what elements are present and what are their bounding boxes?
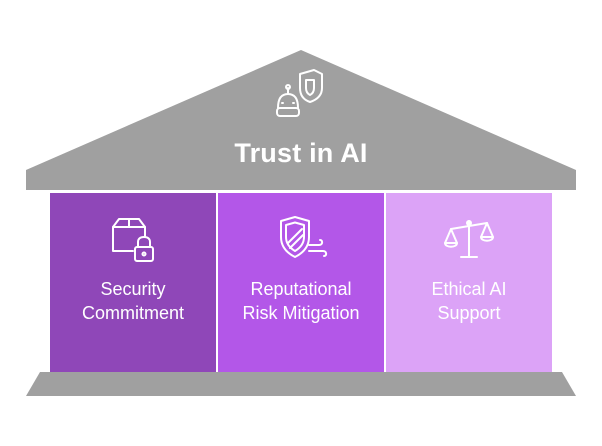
box-lock-icon <box>112 218 154 262</box>
shield-wind-icon <box>280 216 328 258</box>
pillar-label-line2: Support <box>437 303 501 323</box>
pillar-label: Ethical AI Support <box>431 277 506 325</box>
pillar-label: Reputational Risk Mitigation <box>242 277 359 325</box>
balance-scale-icon <box>444 220 494 258</box>
pillar-label-line2: Risk Mitigation <box>242 303 360 323</box>
pillar-label-line1: Security <box>100 279 166 299</box>
pillar-label-line1: Ethical AI <box>431 279 507 299</box>
pillar-label-line2: Commitment <box>81 303 184 323</box>
robot-shield-icon <box>276 69 323 117</box>
pillar-label: Security Commitment <box>82 277 184 325</box>
pillar-label-line1: Reputational <box>250 279 352 299</box>
pillar-security-commitment: Security Commitment <box>50 193 216 372</box>
temple-base <box>26 372 576 396</box>
pillar-reputational-risk-mitigation: Reputational Risk Mitigation <box>218 193 384 372</box>
roof-title: Trust in AI <box>234 138 368 168</box>
roof <box>26 50 576 190</box>
pillar-ethical-ai-support: Ethical AI Support <box>386 193 552 372</box>
